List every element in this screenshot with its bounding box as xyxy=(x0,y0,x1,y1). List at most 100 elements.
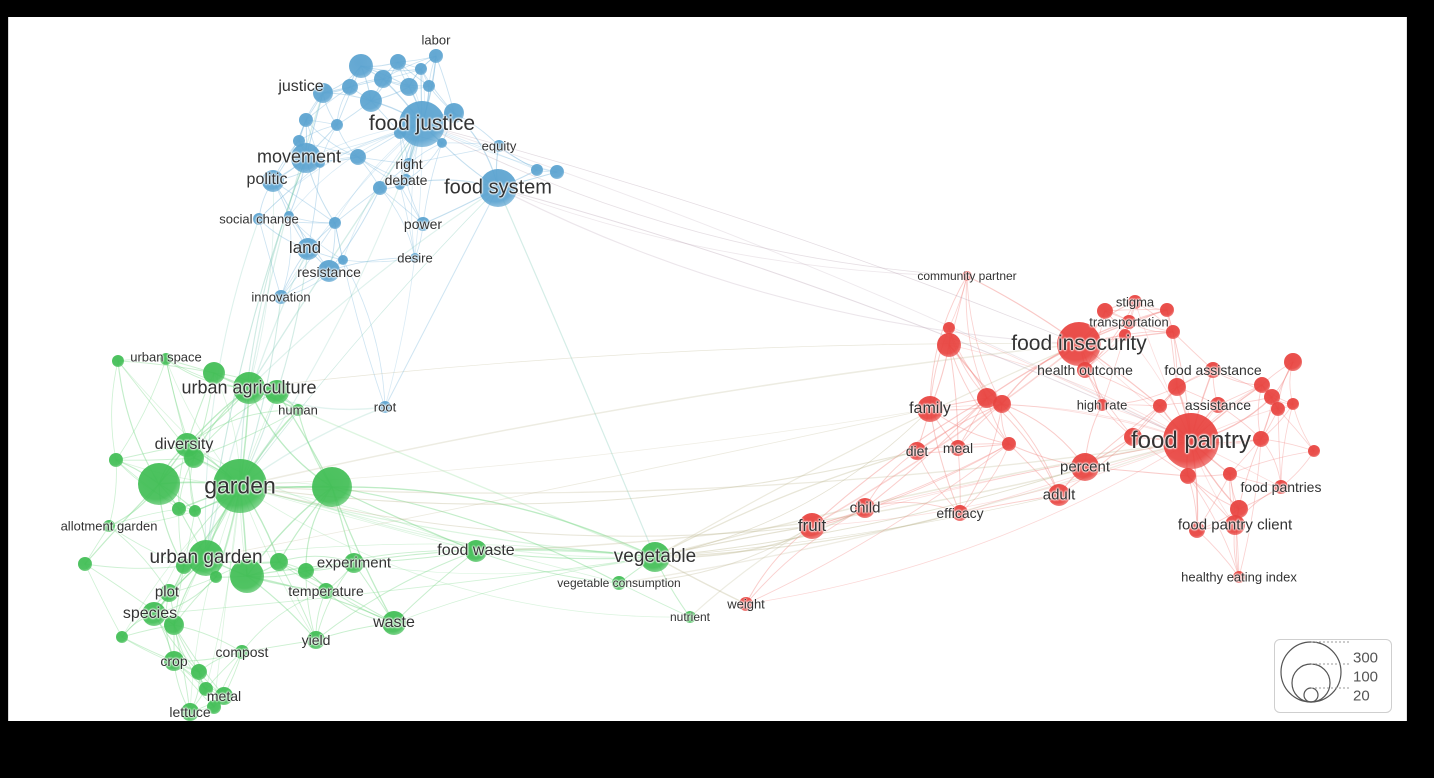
graph-node[interactable]: efficacy xyxy=(952,505,968,521)
graph-node[interactable]: percent xyxy=(1071,453,1099,481)
graph-node[interactable]: plot xyxy=(160,584,178,602)
graph-node-unlabeled[interactable] xyxy=(164,615,184,635)
graph-node-unlabeled[interactable] xyxy=(1287,398,1299,410)
graph-node-unlabeled[interactable] xyxy=(1153,399,1167,413)
graph-node[interactable]: adult xyxy=(1048,484,1070,506)
graph-node-unlabeled[interactable] xyxy=(329,217,341,229)
graph-node[interactable]: fruit xyxy=(799,513,825,539)
graph-node-unlabeled[interactable] xyxy=(531,164,543,176)
graph-node[interactable]: waste xyxy=(382,611,406,635)
graph-node-unlabeled[interactable] xyxy=(207,700,221,714)
graph-node[interactable]: power xyxy=(416,217,430,231)
graph-node[interactable]: diversity xyxy=(175,433,199,457)
graph-node-unlabeled[interactable] xyxy=(1308,445,1320,457)
graph-node-unlabeled[interactable] xyxy=(1119,329,1131,341)
graph-node[interactable]: garden xyxy=(213,459,267,513)
graph-node[interactable]: equity xyxy=(493,140,505,152)
graph-node-unlabeled[interactable] xyxy=(360,90,382,112)
graph-node[interactable]: labor xyxy=(429,49,443,63)
graph-node-unlabeled[interactable] xyxy=(1253,431,1269,447)
graph-node[interactable]: species xyxy=(142,602,166,626)
graph-node-unlabeled[interactable] xyxy=(374,70,392,88)
graph-node[interactable]: movement xyxy=(291,143,321,173)
graph-node[interactable]: urban garden xyxy=(188,540,224,576)
graph-node[interactable]: family xyxy=(917,396,943,422)
graph-node-unlabeled[interactable] xyxy=(390,54,406,70)
graph-node[interactable]: transportation xyxy=(1122,315,1136,329)
graph-node-unlabeled[interactable] xyxy=(977,388,997,408)
graph-node[interactable]: human xyxy=(292,404,304,416)
graph-node-unlabeled[interactable] xyxy=(437,138,447,148)
graph-node-unlabeled[interactable] xyxy=(312,467,352,507)
graph-node-unlabeled[interactable] xyxy=(349,54,373,78)
graph-node-unlabeled[interactable] xyxy=(550,165,564,179)
graph-node[interactable]: root xyxy=(379,401,391,413)
graph-node[interactable]: food pantries xyxy=(1274,480,1288,494)
graph-node-unlabeled[interactable] xyxy=(338,255,348,265)
graph-node-unlabeled[interactable] xyxy=(298,563,314,579)
graph-node[interactable]: allotment garden xyxy=(103,520,115,532)
graph-node-unlabeled[interactable] xyxy=(112,355,124,367)
graph-node-unlabeled[interactable] xyxy=(1097,303,1113,319)
graph-node[interactable]: social change xyxy=(253,213,265,225)
graph-node-unlabeled[interactable] xyxy=(1230,500,1248,518)
graph-node[interactable]: vegetable xyxy=(640,542,670,572)
graph-node-unlabeled[interactable] xyxy=(109,453,123,467)
graph-node-unlabeled[interactable] xyxy=(1264,389,1280,405)
graph-node[interactable]: right xyxy=(403,158,415,170)
graph-node-unlabeled[interactable] xyxy=(176,558,192,574)
graph-node[interactable]: weight xyxy=(739,597,753,611)
graph-node-unlabeled[interactable] xyxy=(284,211,294,221)
graph-node[interactable]: justice xyxy=(313,83,333,103)
graph-node[interactable]: food pantry client xyxy=(1225,515,1245,535)
graph-node[interactable]: temperature xyxy=(318,583,334,599)
graph-node-unlabeled[interactable] xyxy=(1180,468,1196,484)
graph-node[interactable]: debate xyxy=(400,174,412,186)
graph-node[interactable]: metal xyxy=(215,687,233,705)
graph-node[interactable]: land xyxy=(297,238,319,260)
graph-node-unlabeled[interactable] xyxy=(172,502,186,516)
graph-node-unlabeled[interactable] xyxy=(1254,377,1270,393)
graph-node[interactable]: meal xyxy=(950,440,966,456)
graph-node-unlabeled[interactable] xyxy=(203,362,225,384)
graph-node[interactable]: assistance xyxy=(1210,397,1226,413)
graph-node[interactable]: compost xyxy=(235,645,249,659)
graph-node-unlabeled[interactable] xyxy=(937,333,961,357)
graph-node[interactable]: health outcome xyxy=(1077,362,1093,378)
graph-node-unlabeled[interactable] xyxy=(191,664,207,680)
graph-node-unlabeled[interactable] xyxy=(993,395,1011,413)
graph-node-unlabeled[interactable] xyxy=(1124,428,1142,446)
graph-node-unlabeled[interactable] xyxy=(1166,325,1180,339)
network-graph[interactable]: desirecommunity partnerequityrightdebate… xyxy=(9,17,1406,721)
graph-node[interactable]: lettuce xyxy=(181,703,199,721)
graph-node-unlabeled[interactable] xyxy=(331,119,343,131)
network-map-canvas[interactable]: desirecommunity partnerequityrightdebate… xyxy=(8,17,1407,721)
graph-node[interactable]: stigma xyxy=(1128,295,1142,309)
graph-node-unlabeled[interactable] xyxy=(270,553,288,571)
graph-node[interactable]: food system xyxy=(479,169,517,207)
graph-node[interactable]: food pantry xyxy=(1163,413,1219,469)
graph-node-unlabeled[interactable] xyxy=(1223,467,1237,481)
graph-node-unlabeled[interactable] xyxy=(1189,522,1205,538)
graph-node-unlabeled[interactable] xyxy=(1271,402,1285,416)
graph-node[interactable]: diet xyxy=(908,442,926,460)
graph-node-unlabeled[interactable] xyxy=(189,505,201,517)
graph-node-unlabeled[interactable] xyxy=(444,103,464,123)
graph-node[interactable]: politic xyxy=(262,170,284,192)
graph-node[interactable]: food assistance xyxy=(1205,362,1221,378)
graph-node[interactable]: community partner xyxy=(962,271,972,281)
graph-node-unlabeled[interactable] xyxy=(1284,353,1302,371)
graph-node[interactable]: innovation xyxy=(274,290,288,304)
graph-node-unlabeled[interactable] xyxy=(1160,303,1174,317)
graph-node-unlabeled[interactable] xyxy=(342,79,358,95)
graph-node[interactable]: experiment xyxy=(344,553,364,573)
graph-node[interactable]: food justice xyxy=(399,101,445,147)
graph-node-unlabeled[interactable] xyxy=(199,682,213,696)
graph-node-unlabeled[interactable] xyxy=(116,631,128,643)
graph-node-unlabeled[interactable] xyxy=(400,78,418,96)
graph-node-unlabeled[interactable] xyxy=(943,322,955,334)
graph-node[interactable]: nutrient xyxy=(684,611,696,623)
graph-node[interactable]: urban space xyxy=(160,353,172,365)
graph-node[interactable]: healthy eating index xyxy=(1233,571,1245,583)
graph-node-unlabeled[interactable] xyxy=(138,463,180,505)
